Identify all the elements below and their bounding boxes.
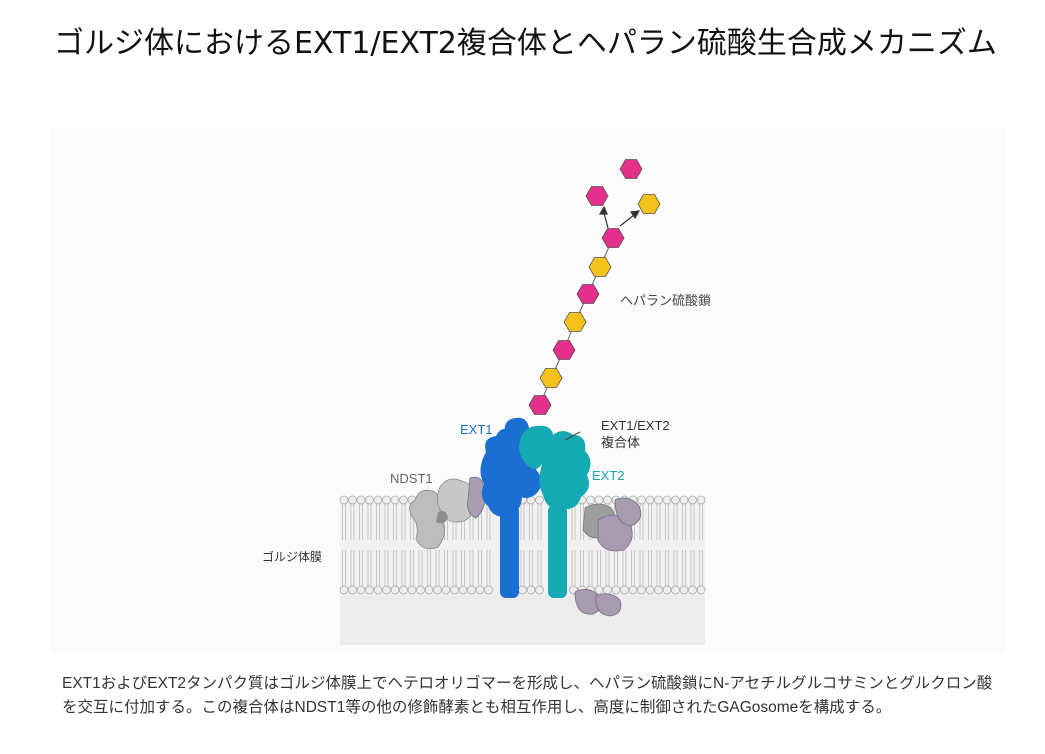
lipid-head [365, 585, 374, 595]
lipid-head [399, 495, 408, 505]
figure-caption: EXT1およびEXT2タンパク質はゴルジ体膜上でヘテロオリゴマーを形成し、ヘパラ… [62, 675, 993, 716]
lipid-head [339, 495, 349, 505]
lipid-head [348, 495, 357, 505]
lipid-head [594, 495, 604, 505]
lipid-head [467, 585, 476, 595]
ndst1-protein [409, 476, 486, 550]
lipid-head [654, 495, 663, 505]
lipid-head [637, 585, 646, 595]
lipid-head [679, 495, 689, 505]
glcnac-hexagon [576, 284, 600, 304]
lipid-head [696, 585, 706, 595]
lipid-head [662, 495, 672, 505]
other-enzymes [574, 497, 642, 617]
lipid-head [416, 585, 425, 595]
glca-hexagon [563, 312, 587, 332]
glcnac-hexagon [528, 395, 552, 415]
lipid-head [382, 495, 391, 505]
lipid-head [620, 585, 629, 595]
lipid-head [458, 585, 468, 595]
ext2-label: EXT2 [592, 468, 625, 483]
heparan-sulfate-chain [528, 159, 661, 415]
lipid-head [611, 585, 621, 595]
complex-label-line1: EXT1/EXT2 [601, 418, 670, 433]
glcnac-hexagon [552, 340, 576, 360]
lipid-head [671, 585, 680, 595]
glca-hexagon [588, 257, 612, 277]
golgi-membrane [340, 500, 705, 645]
lipid-head [365, 495, 374, 505]
lipid-head [535, 495, 544, 505]
glca-hexagon [637, 194, 661, 214]
lipid-head [603, 495, 612, 505]
lipid-head [407, 585, 417, 595]
lipid-head [433, 585, 442, 595]
lipid-head [339, 585, 349, 595]
lipid-head [390, 495, 400, 505]
ndst1-label: NDST1 [390, 471, 433, 486]
lipid-head [356, 585, 366, 595]
glcnac-hexagon [619, 159, 643, 179]
lipid-head [645, 495, 655, 505]
lipid-head [586, 495, 595, 505]
lipid-head [399, 585, 408, 595]
lipid-head [637, 495, 646, 505]
lipid-head [475, 585, 485, 595]
lipid-head [654, 585, 663, 595]
lipid-head [424, 585, 434, 595]
lipid-head [484, 585, 493, 595]
ext1-label: EXT1 [460, 422, 493, 437]
lipid-head [348, 585, 357, 595]
lipid-head [518, 585, 527, 595]
lipid-head [373, 585, 383, 595]
lipid-head [688, 495, 697, 505]
lipid-head [696, 495, 706, 505]
lipid-head [662, 585, 672, 595]
ext2-protein [519, 425, 591, 598]
lipid-head [594, 585, 604, 595]
lipid-head [628, 585, 638, 595]
complex-label-line2: 複合体 [601, 435, 640, 450]
complex-leader-line [564, 431, 581, 441]
release-arrows [598, 205, 641, 229]
lipid-head [679, 585, 689, 595]
membrane-label: ゴルジ体膜 [262, 549, 322, 564]
lipid-head [356, 495, 366, 505]
glcnac-hexagon [585, 186, 609, 206]
glca-hexagon [539, 368, 563, 388]
glcnac-hexagon [601, 228, 625, 248]
lipid-head [382, 585, 391, 595]
lipid-head [526, 585, 536, 595]
lipid-head [645, 585, 655, 595]
lipid-head [535, 585, 544, 595]
page-title: ゴルジ体におけるEXT1/EXT2複合体とヘパラン硫酸生合成メカニズム [54, 26, 997, 61]
lipid-head [441, 585, 451, 595]
lipid-head [373, 495, 383, 505]
chain-label: ヘパラン硫酸鎖 [620, 293, 711, 308]
lipid-head [390, 585, 400, 595]
lipid-head [671, 495, 680, 505]
lipid-head [688, 585, 697, 595]
lipid-head [450, 585, 459, 595]
lipid-head [603, 585, 612, 595]
